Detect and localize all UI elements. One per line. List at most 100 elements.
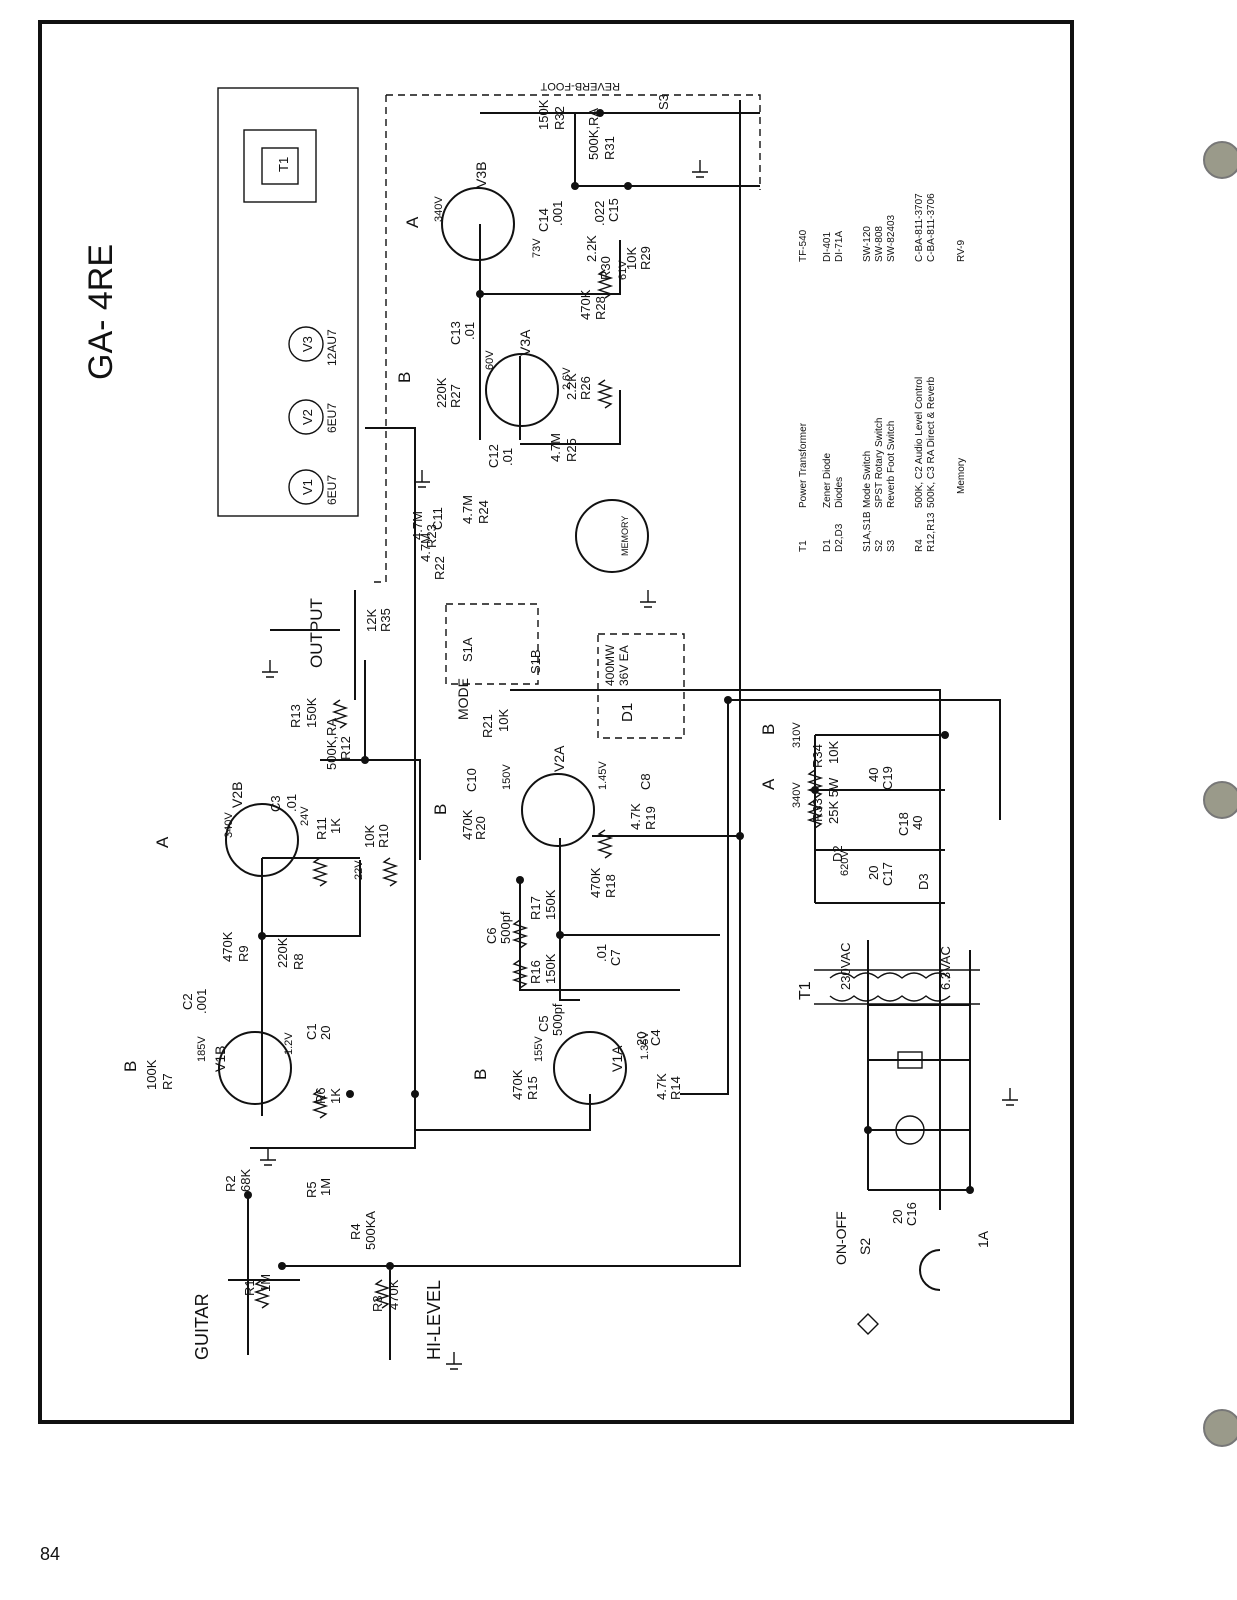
voltage-v3a-plate: 60V — [484, 350, 496, 370]
c5-ref: C5 — [536, 1015, 551, 1032]
r18-ref: R18 — [603, 874, 618, 898]
r7-value: 100K — [144, 1059, 159, 1090]
input-guitar-label: GUITAR — [192, 1293, 212, 1360]
r17-value: 150K — [543, 889, 558, 920]
r13-ref: R13 — [288, 704, 303, 728]
legend-ref-0: T1 — [798, 540, 809, 552]
c10-ref: C11 — [430, 507, 445, 530]
c8-ref: C8 — [638, 773, 653, 790]
c9-ref: C10 — [464, 768, 479, 792]
legend-ref-5: S3 — [886, 539, 897, 552]
r31-ref: R31 — [602, 136, 617, 160]
legend-part-0: TF-540 — [798, 229, 809, 262]
rail-a-supply: A — [759, 778, 778, 790]
r6-value: 1K — [328, 1088, 343, 1104]
capacitor-block — [897, 1051, 923, 1069]
v1a-label: V1A — [609, 1045, 625, 1072]
r14-value: 4.7K — [654, 1073, 669, 1100]
voltage-zener: 620V — [839, 850, 851, 876]
s1a-label: S1A — [460, 637, 475, 662]
r19-ref: R19 — [643, 806, 658, 830]
v2b-label: V2B — [229, 782, 245, 808]
tube-v3-type: 12AU7 — [325, 329, 339, 366]
r28-value: 470K — [578, 289, 593, 320]
r14-ref: R14 — [668, 1076, 683, 1100]
r12-ref: R12 — [338, 736, 353, 760]
c1-ref: C1 — [304, 1023, 319, 1040]
secondary-heater-label: 6.3VAC — [938, 946, 953, 990]
r26-ref: R26 — [578, 376, 593, 400]
legend-ref-4: S2 — [874, 539, 885, 552]
tube-v2a — [521, 773, 595, 847]
page-title: GA- 4RE — [82, 244, 120, 380]
r24-ref: R24 — [476, 500, 491, 524]
r34-ref: R34 — [810, 744, 825, 768]
r16-ref: R16 — [528, 960, 543, 984]
voltage-v2b-cathode: 24V — [299, 806, 311, 826]
r22-ref: R22 — [432, 556, 447, 580]
c5-value: 500pf — [550, 1003, 565, 1036]
secondary-hv-label: 230VAC — [838, 943, 853, 990]
r15-ref: R15 — [525, 1076, 540, 1100]
voltage-v1b-cathode: 1.2V — [283, 1032, 295, 1055]
d1-rating-1: 400MW — [603, 644, 617, 686]
parts-legend: T1 Power Transformer TF-540 D1 Zener Dio… — [798, 193, 967, 552]
r16-value: 150K — [543, 953, 558, 984]
voltage-v2b-plate: 340V — [223, 812, 235, 838]
legend-desc-5: Reverb Foot Switch — [886, 421, 897, 508]
tube-v3-ref: V3 — [300, 336, 315, 352]
tube-v1a — [553, 1031, 627, 1105]
reverb-section-outline — [370, 94, 761, 583]
c16-value: 20 — [866, 866, 881, 880]
fuse-label: 1A — [975, 1230, 991, 1248]
r25-value: 4.7M — [548, 433, 563, 462]
legend-desc-4: SPST Rotary Switch — [874, 418, 885, 508]
r7-ref: R7 — [160, 1073, 175, 1090]
r8-ref: R8 — [291, 953, 306, 970]
r4-value: 500KA — [363, 1211, 378, 1250]
mode-label: MODE — [455, 678, 471, 720]
d2-ref: D2 — [830, 845, 845, 862]
r22-value: 4.7M — [418, 533, 433, 562]
tube-envelopes — [218, 187, 649, 1105]
transformer-outline — [243, 129, 317, 203]
page-number: 84 — [40, 1544, 61, 1564]
r20-value: 470K — [460, 809, 475, 840]
transformer-ref: T1 — [797, 981, 814, 1000]
c7-ref: C7 — [608, 949, 623, 966]
r35-value: 12K — [364, 609, 379, 632]
legend-part-5: SW-82403 — [886, 214, 897, 262]
legend-ref-6: R4 — [914, 539, 925, 552]
d1-rating-2: 36V EA — [617, 645, 631, 686]
voltage-v2b-grid: 22V — [353, 860, 365, 880]
r32-value: 150K — [536, 99, 551, 130]
r10-value: 10K — [362, 825, 377, 848]
v3a-label: V3A — [517, 329, 533, 356]
junction-dots — [244, 109, 974, 1270]
tube-v1-ref: V1 — [300, 479, 315, 495]
rail-a-v2b: A — [153, 836, 172, 848]
tube-v2-ref: V2 — [300, 409, 315, 425]
rail-b-supply: B — [759, 724, 778, 735]
legend-desc-3: Mode Switch — [862, 451, 873, 508]
tube-v1-type: 6EU7 — [325, 475, 339, 505]
c17-value: 40 — [910, 816, 925, 830]
mode-switch-outline — [445, 603, 539, 685]
v3b-label: V3B — [473, 162, 489, 188]
r11-value: 1K — [328, 818, 343, 834]
legend-desc-0: Power Transformer — [798, 422, 809, 508]
r25-ref: R25 — [564, 438, 579, 462]
r26-value: 2.2K — [564, 373, 579, 400]
tube-v3b — [441, 187, 515, 261]
legend-part-6: C-BA-811-3707 — [914, 193, 925, 262]
r9-ref: R9 — [236, 945, 251, 962]
neon-lamp — [895, 1115, 925, 1145]
r28-ref: R28 — [593, 296, 608, 320]
c3-ref: C3 — [268, 795, 283, 812]
c4-value: 20 — [634, 1032, 649, 1046]
legend-part-3: SW-120 — [862, 226, 873, 262]
d3-ref: D3 — [916, 873, 931, 890]
rail-b-v1b: B — [121, 1061, 140, 1072]
schematic-border — [38, 20, 1074, 1424]
r33-value: 25K 5W — [826, 777, 841, 824]
